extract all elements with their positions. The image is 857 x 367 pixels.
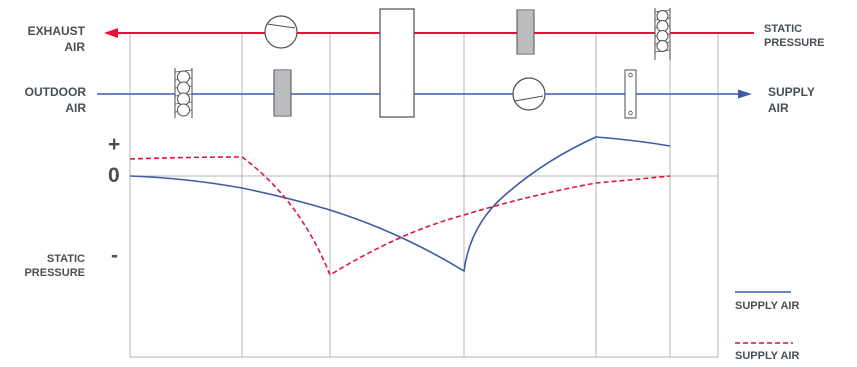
supply-air-top-label: SUPPLY AIR <box>768 85 815 115</box>
section-grid <box>129 33 719 358</box>
supply-arrow-icon <box>738 89 752 99</box>
supply-fan-icon <box>512 77 546 111</box>
legend-solid-label: SUPPLY AIR <box>735 300 800 312</box>
minus-sign-label: - <box>111 244 118 267</box>
exhaust-fan-icon <box>264 15 298 49</box>
supply-filter-icon <box>273 69 292 117</box>
exhaust-air-label: EXHAUST AIR <box>27 24 85 54</box>
supply-air-pressure-curve <box>129 136 671 273</box>
legend-dashed-label: SUPPLY AIR <box>735 350 800 362</box>
outdoor-coil-icon <box>174 68 193 118</box>
heater-icon <box>624 69 637 119</box>
static-pressure-axis-label: STATIC PRESSURE <box>24 253 85 280</box>
heat-recovery-unit-icon <box>379 8 415 118</box>
zero-pressure-label: 0 <box>108 164 120 187</box>
plus-sign-label: + <box>108 133 121 156</box>
static-pressure-top-label: STATIC PRESSURE <box>764 23 825 50</box>
exhaust-air-duct <box>104 28 754 38</box>
outdoor-air-label: OUTDOOR AIR <box>24 85 86 115</box>
exhaust-coil-icon <box>654 8 671 60</box>
exhaust-filter-icon <box>516 9 535 55</box>
exhaust-air-pressure-curve <box>129 156 671 277</box>
exhaust-arrow-icon <box>104 28 118 38</box>
supply-air-duct <box>97 89 752 99</box>
